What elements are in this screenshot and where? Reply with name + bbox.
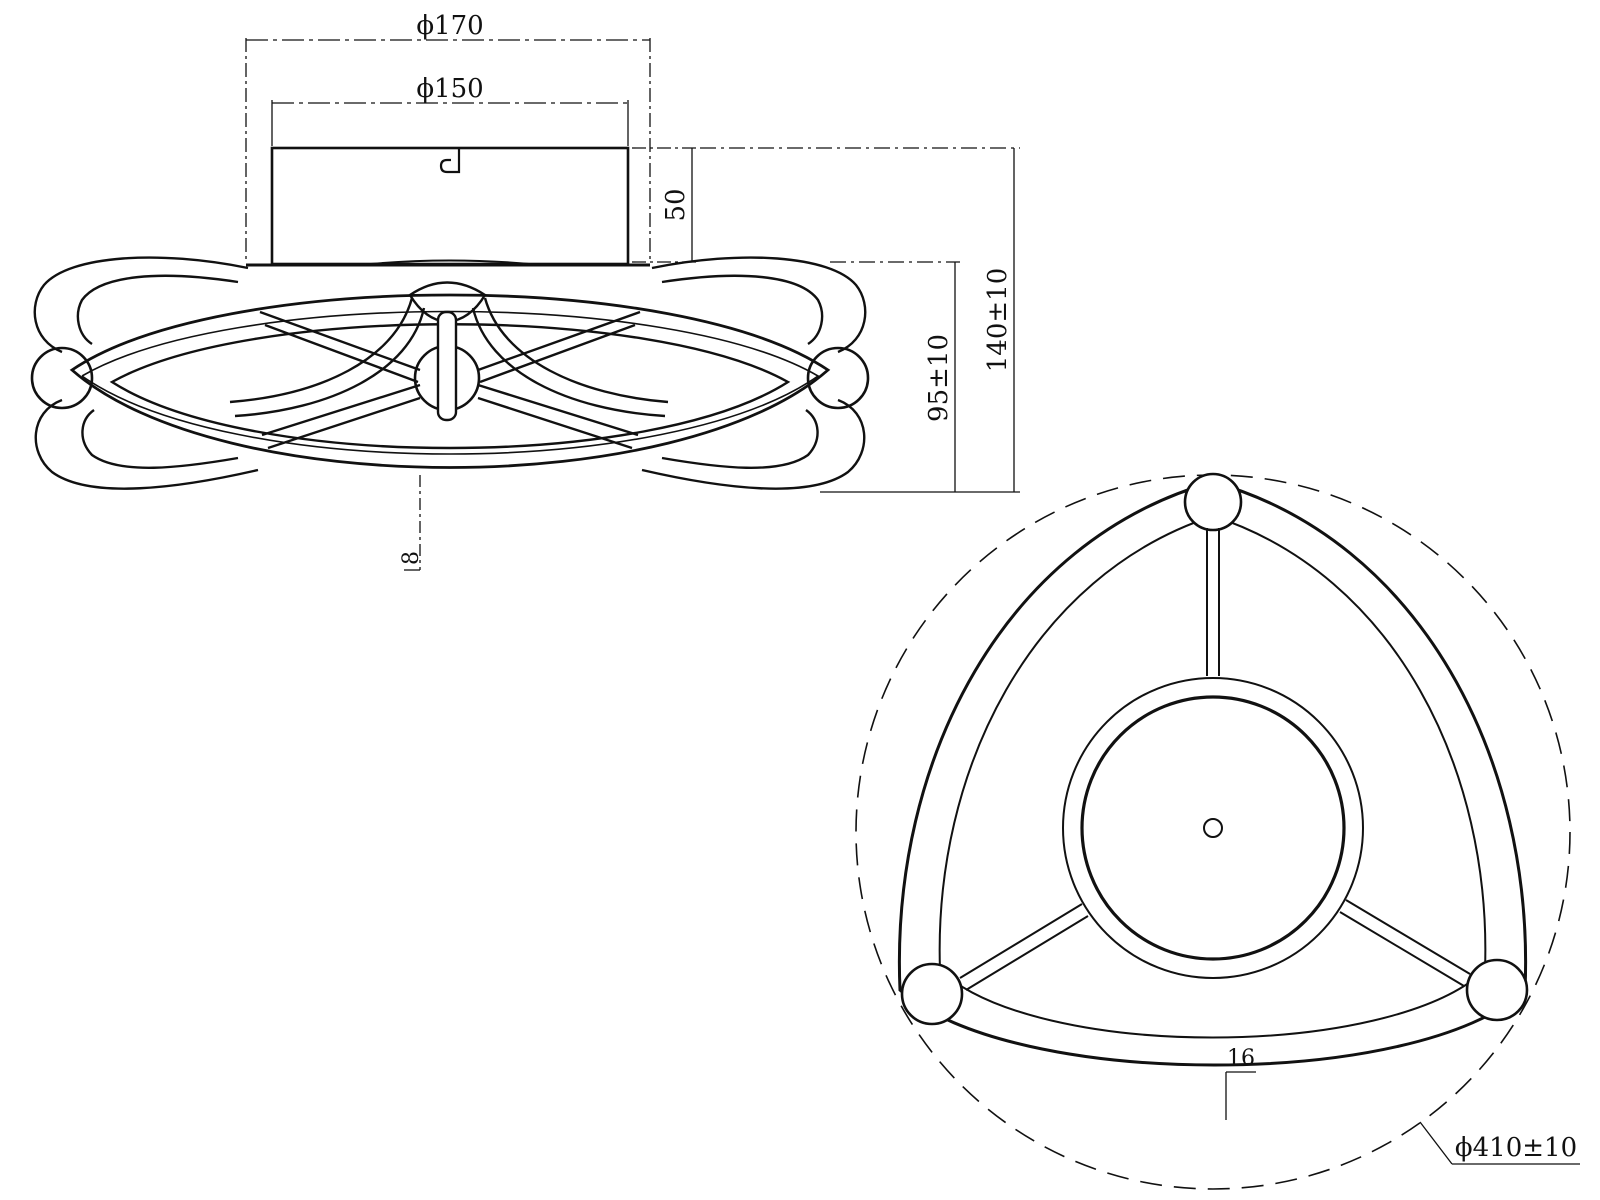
canopy-outer-ring	[1062, 677, 1364, 979]
spoke-back-left	[259, 310, 421, 384]
top-knob	[1183, 472, 1243, 532]
overall-diameter-circle	[855, 474, 1571, 1190]
side-view	[30, 146, 870, 490]
mounting-slot	[439, 148, 461, 174]
spoke-top	[1206, 528, 1220, 676]
spoke-back-right	[477, 310, 641, 384]
side-view-dimensions	[245, 38, 1020, 571]
hub-stem	[436, 310, 458, 422]
right-knob	[806, 346, 870, 410]
label-tube-thickness: 8	[399, 551, 424, 565]
top-view	[855, 472, 1571, 1190]
right-back-loop	[641, 256, 867, 490]
front-ring-mid	[81, 310, 820, 455]
left-corner-knob	[900, 962, 964, 1026]
canopy-center-hole	[1203, 818, 1223, 838]
label-body-height: 95±10	[924, 334, 954, 422]
frame-inner	[938, 514, 1487, 1039]
spoke-left	[959, 903, 1089, 991]
label-outer-box-diameter: ϕ170	[416, 11, 483, 41]
right-corner-knob	[1465, 958, 1529, 1022]
left-knob	[30, 346, 94, 410]
right-back-loop-inner	[661, 274, 824, 469]
spoke-right	[1339, 899, 1471, 987]
arm-left	[229, 297, 426, 418]
canopy-dome	[359, 259, 541, 266]
canopy-inner-ring	[1080, 695, 1346, 961]
left-back-loop-inner	[76, 274, 239, 469]
top-view-dimensions	[1225, 1071, 1580, 1165]
frame-outer	[897, 480, 1528, 1067]
top-view-labels: 16 ϕ410±10	[1227, 1046, 1577, 1163]
canopy-box	[270, 146, 630, 266]
label-total-height: 140±10	[983, 268, 1013, 373]
spoke-front-left	[261, 383, 421, 450]
label-box-height: 50	[661, 188, 691, 221]
side-view-labels: ϕ170 ϕ150 50 95±10 140±10 8	[399, 11, 1013, 565]
label-inner-box-diameter: ϕ150	[416, 74, 483, 104]
spoke-front-right	[477, 383, 639, 450]
left-back-loop	[33, 256, 259, 490]
label-top-tube-width: 16	[1227, 1046, 1255, 1071]
label-overall-diameter: ϕ410±10	[1455, 1133, 1577, 1163]
arm-right	[471, 297, 669, 418]
front-ring-outer	[69, 293, 831, 469]
front-ring-inner	[109, 323, 791, 450]
